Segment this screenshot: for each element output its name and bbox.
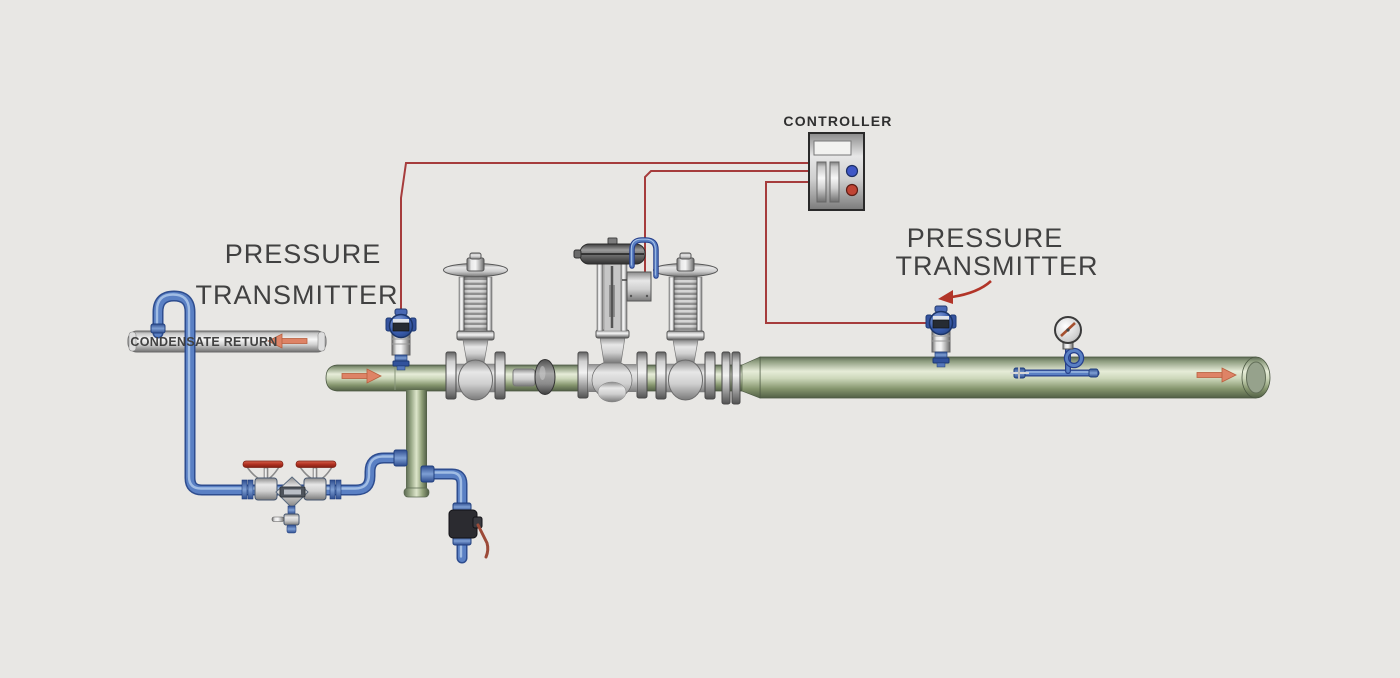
condensate-blue-pipe xyxy=(152,290,408,496)
left-transmitter-label-line1: PRESSURE xyxy=(225,239,382,269)
left-transmitter-label-line2: TRANSMITTER xyxy=(196,280,399,310)
blowdown-valve xyxy=(448,502,490,559)
inline-check-device xyxy=(512,359,556,395)
right-transmitter-label-line1: PRESSURE xyxy=(907,223,1064,253)
drip-leg-right-fitting xyxy=(420,465,435,483)
control-valve xyxy=(573,237,659,403)
controller-button-red xyxy=(845,183,859,197)
drip-leg xyxy=(406,390,427,490)
drip-leg-left-fitting xyxy=(393,449,408,467)
blowdown-lever xyxy=(476,523,490,559)
controller-display xyxy=(813,140,852,156)
right-transmitter-label-line2: TRANSMITTER xyxy=(896,251,1099,281)
blowdown-blue-pipe xyxy=(422,468,468,564)
red-valve-handle xyxy=(242,460,284,468)
signal-line-left-transmitter xyxy=(400,162,810,315)
signal-line-control-valve xyxy=(644,170,810,274)
annotation-arrow xyxy=(938,280,992,304)
red-valve-handle xyxy=(295,460,337,468)
controller-button-blue xyxy=(845,164,859,178)
trap-outlet-valve xyxy=(295,460,337,501)
controller xyxy=(808,132,865,211)
controller-slider xyxy=(816,161,827,203)
condensate-return-label: CONDENSATE RETURN xyxy=(130,335,277,349)
flange-pair xyxy=(721,351,741,405)
trap-inlet-valve xyxy=(242,460,284,501)
signal-line-right-transmitter xyxy=(765,181,932,324)
condensate-return-pipe xyxy=(127,330,327,353)
steam-trap-station xyxy=(241,460,342,534)
controller-label: CONTROLLER xyxy=(783,113,892,129)
controller-slider xyxy=(829,161,840,203)
steam-trap xyxy=(271,476,309,534)
pipe-coupling xyxy=(150,323,166,334)
pressure-gauge-assembly xyxy=(1010,316,1100,379)
positioner-tubing xyxy=(629,237,659,279)
signal-lines xyxy=(400,162,932,324)
